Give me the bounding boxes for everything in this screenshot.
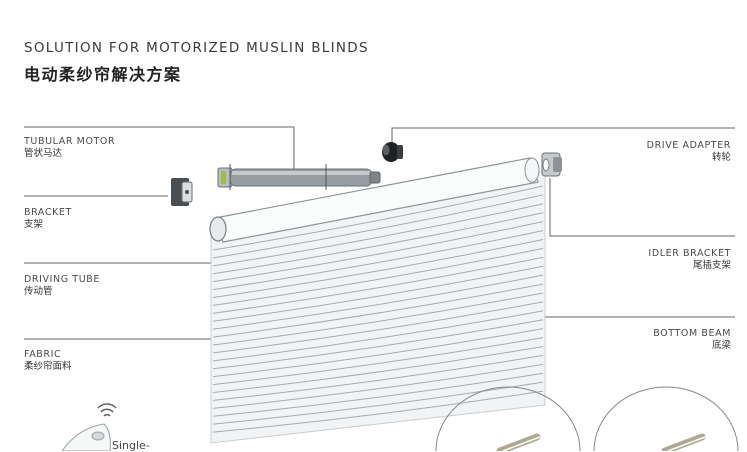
fabric-slat — [212, 212, 544, 275]
fabric-slat — [212, 203, 544, 267]
fabric-slat — [212, 185, 544, 251]
title-english: SOLUTION FOR MOTORIZED MUSLIN BLINDS — [24, 40, 369, 56]
bottom-beam-detail-right — [593, 386, 739, 451]
drive-adapter-part — [382, 142, 403, 162]
roller-tube — [209, 157, 540, 243]
remote-label: Single- — [112, 439, 150, 452]
fabric-slat — [212, 221, 544, 283]
label-drive-adapter: DRIVE ADAPTER 转轮 — [647, 140, 731, 164]
fabric-slat — [212, 292, 544, 346]
bracket-part — [171, 178, 193, 206]
label-drive-adapter-cn: 转轮 — [711, 152, 731, 163]
label-idler-bracket-cn: 尾插支架 — [692, 260, 731, 271]
fabric-slat — [212, 265, 544, 322]
label-idler-bracket: IDLER BRACKET 尾插支架 — [648, 248, 731, 272]
fabric-slat — [212, 328, 544, 378]
bottom-beam-detail-left — [435, 386, 581, 451]
label-bracket-en: BRACKET — [24, 207, 72, 218]
remote-control — [61, 423, 111, 451]
fabric-slat — [212, 283, 544, 338]
fabric-slat — [212, 239, 544, 298]
fabric-slat — [212, 256, 544, 314]
label-tubular-motor-en: TUBULAR MOTOR — [24, 136, 116, 147]
label-fabric: FABRIC 柔纱帘面料 — [24, 349, 72, 373]
wireless-signal-icon — [97, 403, 117, 417]
fabric-slat — [212, 372, 544, 417]
fabric-slat — [212, 247, 544, 306]
fabric-slat — [212, 194, 544, 259]
fabric-slat — [212, 363, 544, 409]
leader-tubular-motor — [24, 126, 295, 170]
label-driving-tube: DRIVING TUBE 传动管 — [24, 274, 100, 298]
label-idler-bracket-en: IDLER BRACKET — [648, 248, 731, 259]
fabric-slat — [212, 230, 544, 291]
label-fabric-en: FABRIC — [24, 349, 62, 360]
leader-drive-adapter — [391, 127, 735, 146]
fabric-slat — [212, 354, 544, 401]
label-bracket: BRACKET 支架 — [24, 207, 72, 231]
title-chinese: 电动柔纱帘解决方案 — [24, 65, 182, 84]
label-driving-tube-cn: 传动管 — [24, 286, 53, 297]
fabric-slat — [212, 301, 544, 354]
fabric-slat — [212, 346, 544, 393]
fabric-slat — [212, 274, 544, 330]
label-tubular-motor-cn: 管状马达 — [24, 148, 63, 159]
label-fabric-cn: 柔纱帘面料 — [24, 361, 72, 372]
label-tubular-motor: TUBULAR MOTOR 管状马达 — [24, 136, 115, 160]
fabric-slat — [212, 337, 544, 386]
label-bottom-beam-cn: 底梁 — [711, 340, 731, 351]
fabric-slat — [212, 381, 544, 425]
label-driving-tube-en: DRIVING TUBE — [24, 274, 100, 285]
fabric-slat — [212, 319, 544, 370]
label-drive-adapter-en: DRIVE ADAPTER — [646, 140, 731, 151]
fabric-blind — [210, 170, 546, 444]
fabric-slat — [212, 390, 544, 433]
label-bracket-cn: 支架 — [24, 219, 44, 230]
fabric-slat — [212, 310, 544, 362]
label-bottom-beam: BOTTOM BEAM 底梁 — [653, 328, 731, 352]
idler-bracket-part — [541, 152, 562, 177]
tubular-motor — [217, 164, 381, 190]
label-bottom-beam-en: BOTTOM BEAM — [653, 328, 731, 339]
leader-idler-bracket — [549, 178, 735, 237]
